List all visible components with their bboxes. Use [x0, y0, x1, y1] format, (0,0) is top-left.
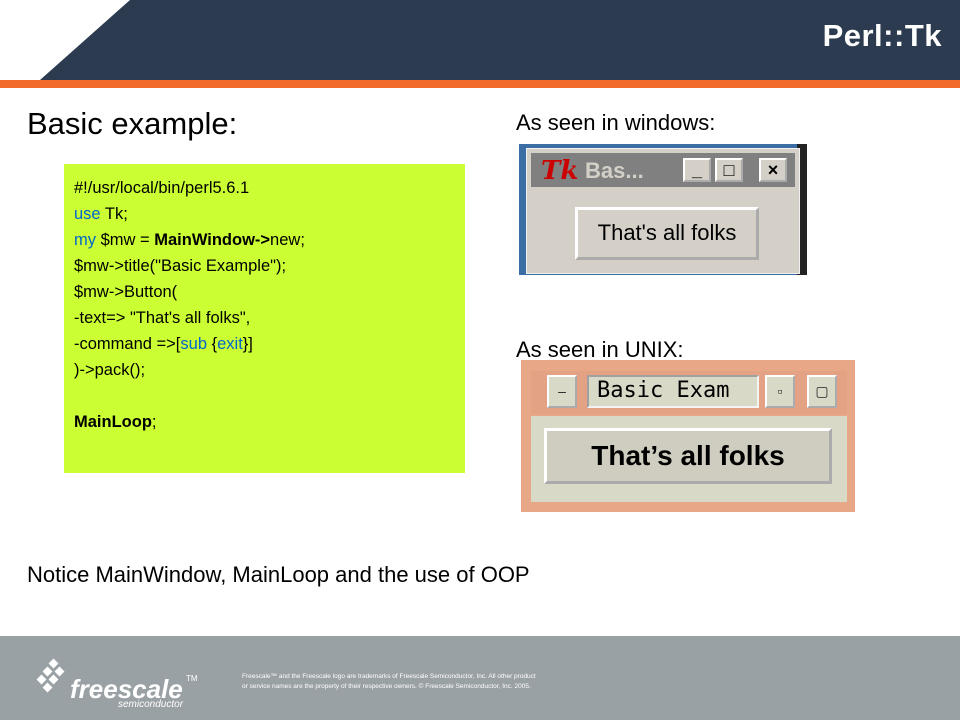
freescale-logo-icon — [36, 658, 65, 693]
brand-tm: TM — [186, 674, 198, 683]
code-text: ; — [151, 413, 157, 431]
keyword-sub: sub — [180, 335, 207, 353]
code-line-8: )->pack(); — [74, 357, 305, 383]
header-graphic — [0, 0, 960, 88]
code-text: new; — [270, 231, 305, 249]
code-line-9: MainLoop; — [74, 409, 305, 435]
code-mainwindow: MainWindow-> — [154, 231, 271, 249]
code-line-3: my $mw = MainWindow->new; — [74, 227, 305, 253]
slide-title: Perl::Tk — [822, 18, 942, 53]
tk-icon: Tk — [541, 156, 579, 186]
code-text: -text=> "That's all folks", — [74, 309, 251, 327]
windows-window: Tk Bas... _ □ × That's all folks — [526, 148, 800, 274]
code-line-1: #!/usr/local/bin/perl5.6.1 — [74, 175, 305, 201]
slide-header: Perl::Tk — [0, 0, 960, 88]
code-text: { — [207, 335, 218, 353]
code-line-4: $mw->title("Basic Example"); — [74, 253, 305, 279]
windows-heading: As seen in windows: — [516, 110, 716, 135]
maximize-button[interactable]: □ — [715, 158, 743, 182]
minimize-button[interactable]: _ — [683, 158, 711, 182]
code-line-blank — [74, 383, 305, 409]
code-text: [ — [175, 335, 181, 353]
thats-all-folks-button-windows[interactable]: That's all folks — [575, 207, 759, 260]
code-line-7: -command =>[sub {exit}] — [74, 331, 305, 357]
code-mainloop: MainLoop — [74, 413, 152, 431]
code-line-6: -text=> "That's all folks", — [74, 305, 305, 331]
code-text: $mw = — [96, 231, 155, 249]
maximize-button[interactable]: ▢ — [807, 375, 837, 408]
legal-line-1: Freescale™ and the Freescale logo are tr… — [242, 673, 536, 680]
slide-footer: freescale TM semiconductor Freescale™ an… — [0, 636, 960, 720]
code-text: )->pack(); — [74, 361, 146, 379]
brand-name: freescale — [70, 674, 183, 704]
keyword-exit: exit — [217, 335, 243, 353]
shebang-text: #!/usr/local/bin/perl5.6.1 — [74, 179, 250, 197]
unix-screenshot: – Basic Exam ▫ ▢ That’s all folks — [521, 360, 855, 512]
windows-edge — [797, 144, 807, 275]
unix-window-body: That’s all folks — [531, 416, 847, 502]
code-line-2: use Tk; — [74, 201, 305, 227]
code-text: $mw->title("Basic Example"); — [74, 257, 287, 275]
code-text: -command => — [74, 335, 176, 353]
code-text: Tk; — [100, 205, 128, 223]
unix-heading: As seen in UNIX: — [516, 337, 684, 362]
unix-caption: Basic Exam — [587, 375, 759, 408]
basic-example-heading: Basic example: — [27, 106, 238, 141]
keyword-use: use — [74, 205, 101, 223]
iconify-button[interactable]: ▫ — [765, 375, 795, 408]
code-line-5: $mw->Button( — [74, 279, 305, 305]
windows-caption: Bas... — [585, 158, 644, 183]
unix-titlebar: – Basic Exam ▫ ▢ — [531, 371, 847, 414]
code-text: $mw->Button( — [74, 283, 178, 301]
close-button[interactable]: × — [759, 158, 787, 182]
code-lines: #!/usr/local/bin/perl5.6.1 use Tk; my $m… — [74, 175, 305, 435]
windows-titlebar: Tk Bas... _ □ × — [531, 153, 795, 187]
thats-all-folks-button-unix[interactable]: That’s all folks — [544, 428, 832, 484]
keyword-my: my — [74, 231, 96, 249]
windows-screenshot: Tk Bas... _ □ × That's all folks — [519, 144, 807, 275]
window-menu-button[interactable]: – — [547, 375, 577, 408]
code-text: }] — [242, 335, 253, 353]
brand-subtitle: semiconductor — [118, 699, 184, 710]
legal-text: Freescale™ and the Freescale logo are tr… — [242, 672, 662, 692]
notice-text: Notice MainWindow, MainLoop and the use … — [27, 562, 530, 587]
legal-line-2: or service names are the property of the… — [242, 683, 531, 690]
code-box: #!/usr/local/bin/perl5.6.1 use Tk; my $m… — [64, 164, 465, 473]
